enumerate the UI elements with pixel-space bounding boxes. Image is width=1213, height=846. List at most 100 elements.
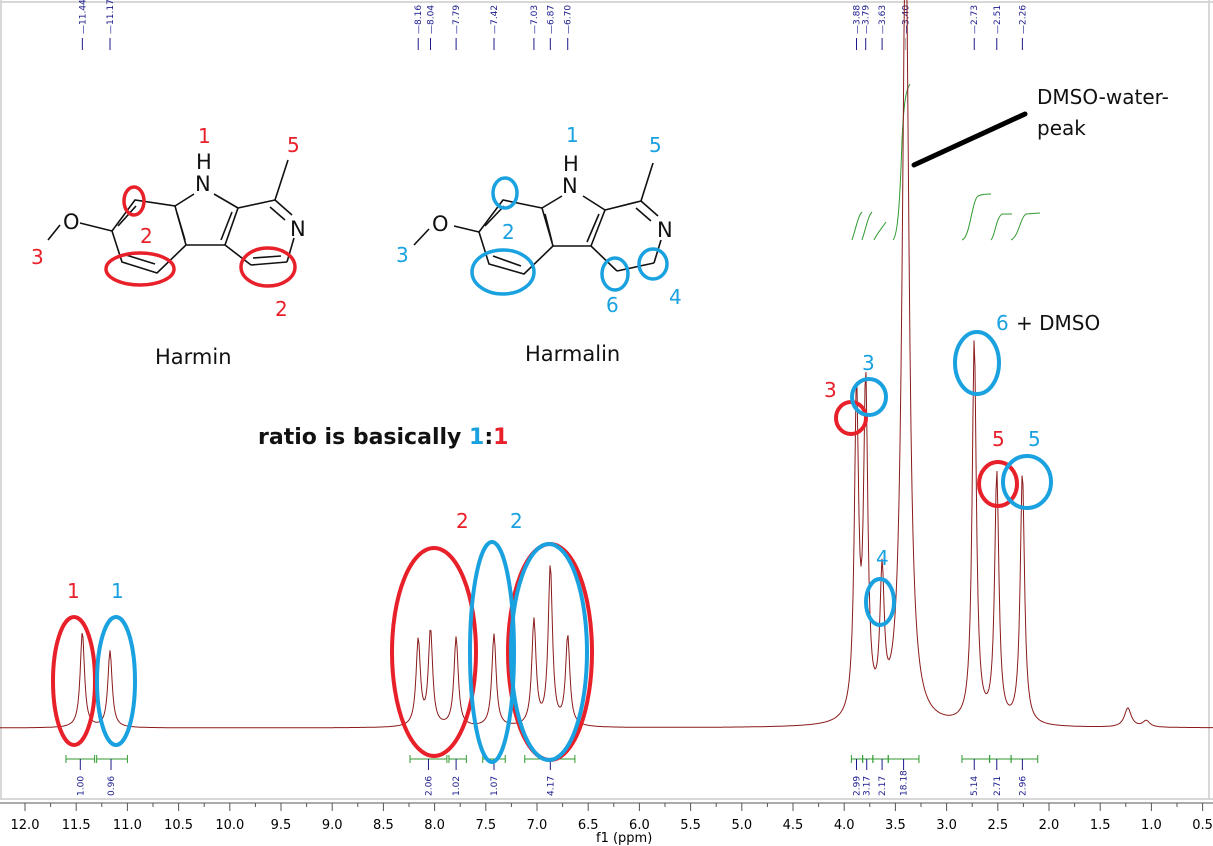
ratio-harmin: 1 [493,425,509,450]
harmalin-h5-ellipse [1001,454,1053,510]
harmin-h1-ellipse [51,615,97,747]
harmalin-atom-n1: N [562,174,578,198]
label-harmalin-5: 5 [1028,427,1041,451]
peak-label: —7.42 [490,5,500,34]
x-tick-label: 11.0 [113,818,142,833]
peak-label: —2.51 [993,5,1003,34]
peak-label: —8.16 [414,5,424,34]
x-tick-label: 5.0 [731,818,752,833]
x-tick-label: 1.5 [1090,818,1111,833]
x-tick-label: 2.5 [987,818,1008,833]
harmalin-h1-ellipse [95,615,137,747]
x-tick-label: 2.0 [1039,818,1060,833]
label-harmalin-1: 1 [111,579,124,603]
harmalin-label-3: 3 [396,243,409,267]
harmalin-h6-ellipse [953,330,1001,396]
x-tick-label: 7.0 [527,818,548,833]
peak-label: —11.17 [106,0,116,34]
peak-label: —11.44 [78,0,88,34]
integral-value: 2.17 [878,776,888,796]
x-tick-label: 1.0 [1141,818,1162,833]
harmin-h5-ellipse [977,460,1019,508]
harmin-h3-ellipse [834,400,868,436]
harmalin-label-5: 5 [649,133,662,157]
peak-label: —6.87 [546,5,556,34]
integral-value: 18.18 [900,770,910,796]
label-harmalin-2: 2 [510,509,523,533]
harmalin-label-6: 6 [606,293,619,317]
ratio-separator: : [484,425,494,450]
harmalin-aromatic-ellipse-2 [509,542,589,762]
integral-value: 2.71 [993,776,1003,796]
integral-value: 3.17 [863,776,873,796]
x-tick-label: 5.5 [680,818,701,833]
harmin-atom-n1: N [195,172,211,196]
harmalin-title: Harmalin [525,342,620,366]
peak-label: —6.70 [564,5,574,34]
peak-labels: —11.44 —11.17 —8.16—8.04 —7.79 —7.42 —7.03 —6.… [78,0,1028,50]
x-tick-label: 9.0 [322,818,343,833]
x-tick-label: 4.5 [783,818,804,833]
peak-label: —7.79 [452,5,462,34]
harmalin-label-1: 1 [566,123,579,147]
integral-value: 2.96 [1018,776,1028,796]
harmin-label-3: 3 [31,245,44,269]
harmalin-atom-h: H [563,152,579,176]
integral-value: 1.02 [452,776,462,796]
integral-value: 1.07 [490,776,500,796]
harmin-label-5: 5 [287,133,300,157]
peak-label: —3.63 [878,5,888,34]
harmalin-aromatic-ellipse-1 [468,540,516,764]
label-harmin-2: 2 [456,509,469,533]
label-harmin-3: 3 [824,378,837,402]
peak-label: —3.88 [852,5,862,34]
ratio-prefix: ratio is basically [258,425,470,450]
integral-value: 5.14 [970,776,980,796]
x-tick-label: 0.5 [1192,818,1213,833]
harmalin-h4-ellipse [864,577,896,627]
x-tick-label: 10.5 [164,818,193,833]
peak-label: —7.03 [530,5,540,34]
harmalin-highlights [470,176,669,296]
x-tick-label: 8.5 [373,818,394,833]
integral-value: 2.99 [852,776,862,796]
label-harmin-5: 5 [992,427,1005,451]
x-tick-label: 3.5 [885,818,906,833]
harmin-atom-h: H [196,150,212,174]
spectrum-trace [0,0,1213,729]
integral-value: 1.00 [76,776,86,796]
harmin-title: Harmin [155,345,232,369]
x-tick-label: 7.5 [475,818,496,833]
integral-value: 2.06 [424,776,434,796]
label-harmalin-6: 6 [996,311,1009,335]
harmalin-structure [413,162,662,275]
integral-curves [851,83,1041,241]
label-harmalin-4: 4 [876,546,889,570]
integral-value: 4.17 [546,776,556,796]
x-tick-label: 11.5 [62,818,91,833]
harmin-label-2b: 2 [275,297,288,321]
water-peak-label-line1: DMSO-water- [1037,85,1169,109]
peak-label: —8.04 [427,5,437,34]
integral-value: 0.96 [107,776,117,796]
x-tick-label: 12.0 [11,818,40,833]
x-tick-label: 4.0 [834,818,855,833]
x-tick-label: 9.5 [271,818,292,833]
water-peak-label-line2: peak [1037,116,1086,140]
harmin-label-1: 1 [198,124,211,148]
ratio-annotation: ratio is basically 1:1 [258,425,508,450]
x-tick-label: 6.0 [629,818,650,833]
label-dmso: + DMSO [1016,311,1100,335]
water-peak-pointer [911,111,1028,168]
harmalin-label-2: 2 [502,220,515,244]
harmin-aromatic-ellipse-1 [390,546,478,758]
label-harmalin-3: 3 [862,351,875,375]
x-tick-label: 6.5 [578,818,599,833]
ratio-harmalin: 1 [469,425,485,450]
harmin-atom-n2: N [290,217,306,241]
x-tick-label: 3.0 [936,818,957,833]
harmin-structure [47,159,295,274]
